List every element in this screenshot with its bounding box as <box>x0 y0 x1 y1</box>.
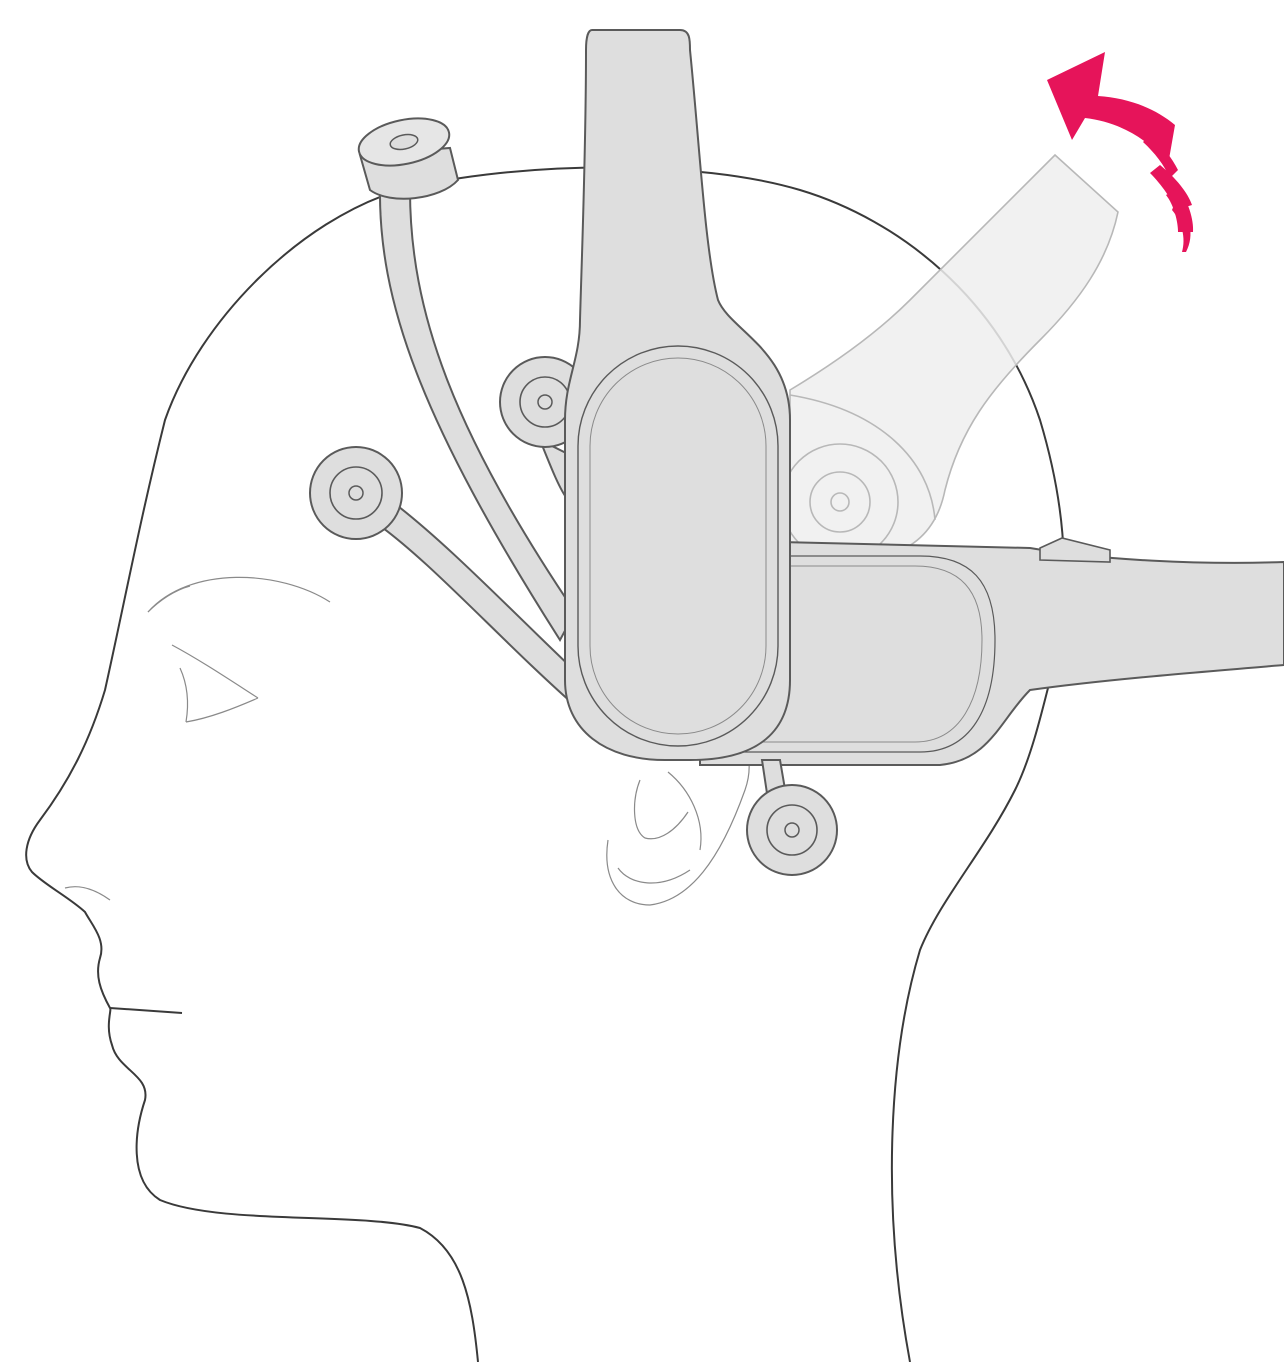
electrode-sensor-icon <box>354 111 458 199</box>
eyebrow-inner <box>148 586 190 612</box>
eye-crease <box>180 668 188 722</box>
eyebrow <box>148 577 330 612</box>
forehead-sensor-center <box>349 486 363 500</box>
temple-sensor-center <box>538 395 552 409</box>
electrode-sensor-icon <box>310 447 402 539</box>
main-band <box>565 30 790 760</box>
eye-lower-lid <box>186 698 258 722</box>
ear-helix <box>668 772 701 850</box>
mouth-line <box>110 1008 182 1013</box>
ghost-band <box>782 155 1118 560</box>
electrode-sensor-icon <box>747 785 837 875</box>
ear-sensor-center <box>785 823 799 837</box>
ear-sensor <box>747 760 837 875</box>
ear-inner <box>635 780 688 839</box>
ear-lobe <box>618 868 690 883</box>
rear-band-clip <box>1040 538 1110 562</box>
eye-upper-lid <box>172 645 258 698</box>
ghost-band-arm <box>790 155 1118 560</box>
nostril <box>65 887 110 900</box>
main-band-body <box>565 30 790 760</box>
